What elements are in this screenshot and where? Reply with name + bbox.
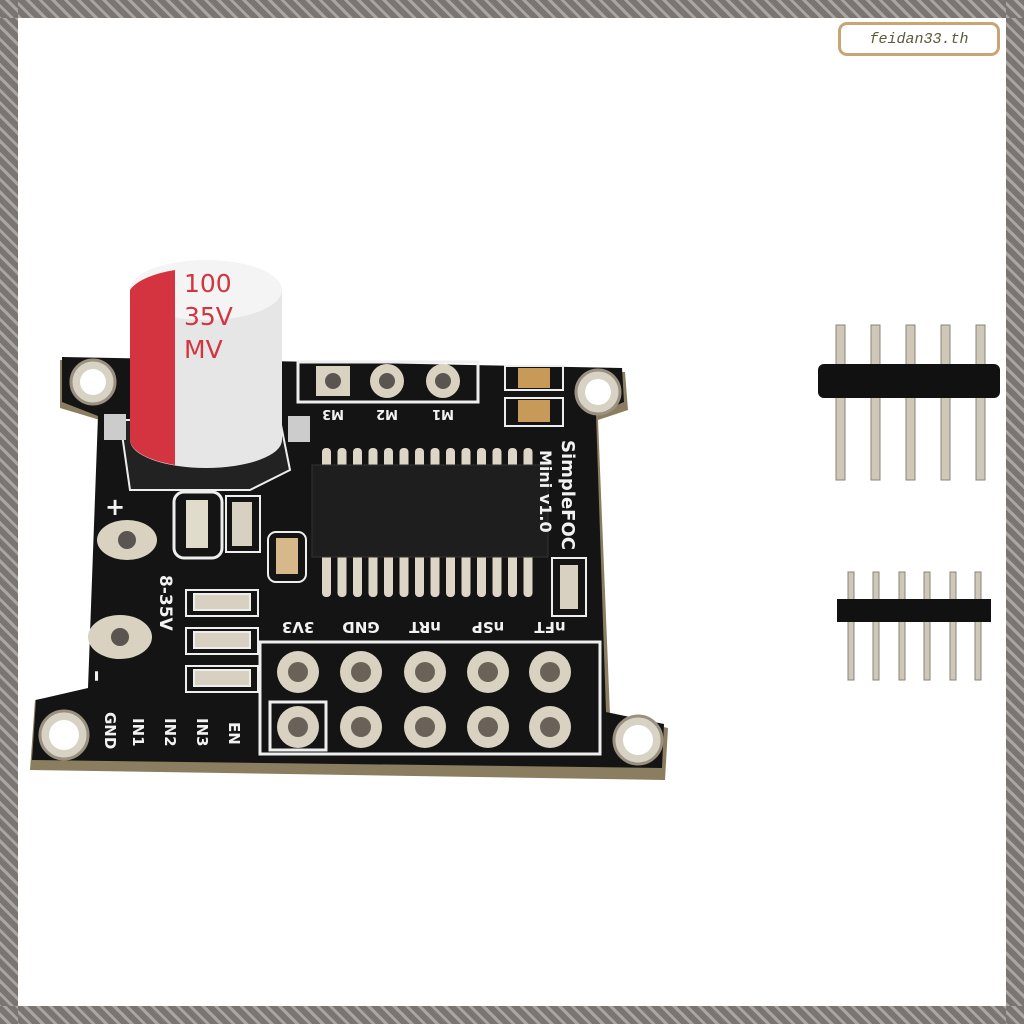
cap-value: 100 [184,269,232,298]
header-pad-hole [351,662,371,682]
ic-pin [446,448,455,468]
header-pad-hole [288,662,308,682]
header-pad-hole [415,717,435,737]
header-body [837,599,991,622]
ic-pin [399,448,409,468]
ic-pin [461,553,471,597]
ic-pin [337,448,347,468]
header-pin [905,324,916,481]
header-pin [949,571,957,681]
input-label: IN3 [193,718,211,747]
header-label: nRT [408,618,441,636]
electrolytic-capacitor: 100 35V MV [104,260,310,491]
header-pad-hole [351,717,371,737]
cap-series: MV [184,335,223,364]
motor-pads: M3 M2 M1 [296,360,480,421]
ic-pin [430,553,440,597]
ic-pin [384,448,393,468]
ic-pin [477,448,486,468]
ic-pin [353,448,362,468]
header-pin [870,324,881,481]
header-pad-hole [478,662,498,682]
header-pad-hole [478,717,498,737]
ic-pin [337,553,347,597]
smd-components [172,365,587,693]
ic-pin [399,553,409,597]
header-pin [898,571,906,681]
header-pin [923,571,931,681]
ic-pin [492,448,502,468]
ic-pin [322,553,331,597]
header-pads [258,640,602,756]
ic-pin [508,553,517,597]
board-name-text: SimpleFOC [557,440,578,550]
header-pin [835,324,846,481]
header-pin [847,571,855,681]
pin-header-6 [837,571,991,681]
mounting-holes [38,358,664,766]
ic-pin [430,448,440,468]
header-pin [872,571,880,681]
ic-pin [446,553,455,597]
header-pad-hole [415,662,435,682]
ic-pin [477,553,486,597]
header-pad-hole [540,717,560,737]
ic-pin [353,553,362,597]
input-label: GND [101,712,119,749]
header-pin [974,571,982,681]
header-pin [940,324,951,481]
input-label: IN1 [129,718,147,747]
header-label: nSP [472,618,504,636]
ic-pin [415,553,424,597]
label-plus: + [105,493,125,521]
label-minus: – [84,670,112,682]
header-pad-hole [540,662,560,682]
power-pads: + – 8-35V [84,493,175,682]
header-label: GND [342,618,379,636]
label-m2: M2 [376,406,398,421]
input-labels: GND IN1 IN2 IN3 EN [101,712,243,749]
header-label: 3V3 [282,618,314,636]
ic-pin [523,553,533,597]
watermark: feidan33.th [838,22,1000,56]
board-name: SimpleFOC Mini v1.0 [536,440,578,550]
cap-voltage: 35V [184,302,233,331]
ic-pin [384,553,393,597]
ic-pin [492,553,502,597]
header-labels: 3V3 GND nRT nSP nFT [282,618,566,636]
input-label: IN2 [161,718,179,747]
input-label: EN [225,722,243,745]
ic-pin [368,448,378,468]
label-m3: M3 [322,406,344,421]
ic-pin [415,448,424,468]
header-label: nFT [534,618,566,636]
header-body [818,364,1000,398]
ic-pin [322,448,331,468]
header-pad-hole [288,717,308,737]
pin-header-5 [818,324,1000,481]
board-version-text: Mini v1.0 [536,450,555,533]
label-voltage: 8-35V [155,575,175,632]
ic-pin [508,448,517,468]
header-pin [975,324,986,481]
ic-pin [461,448,471,468]
label-m1: M1 [432,406,454,421]
ic-pin [368,553,378,597]
driver-ic [311,448,549,597]
ic-pin [523,448,533,468]
